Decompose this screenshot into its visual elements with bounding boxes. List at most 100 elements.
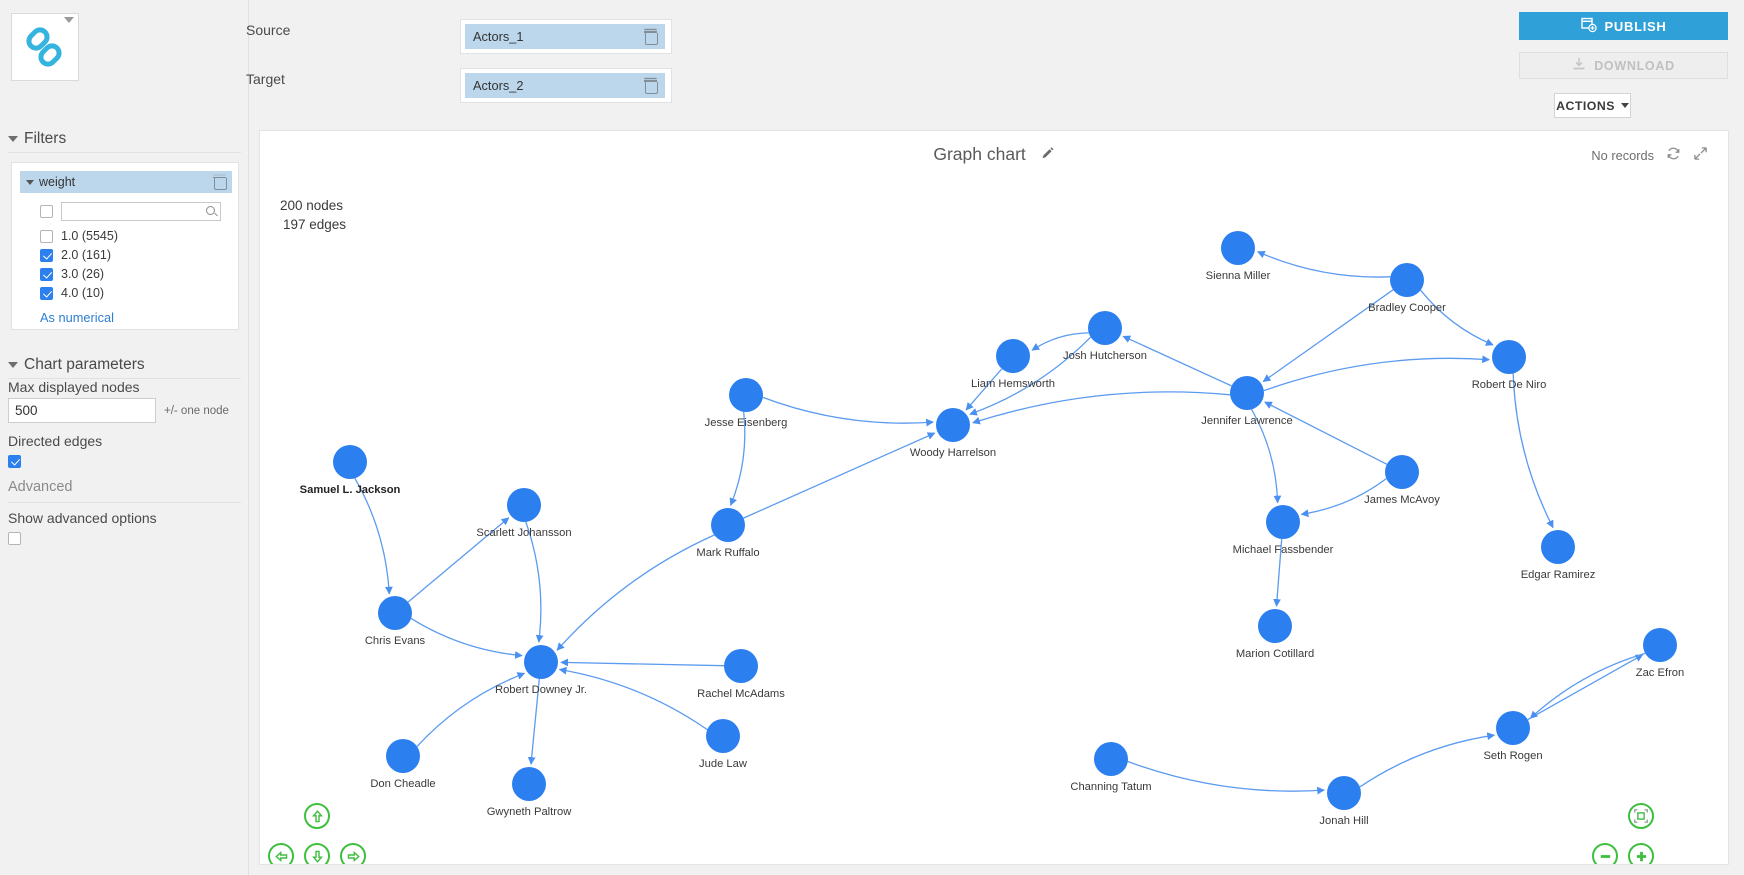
graph-node[interactable] [1221, 231, 1255, 265]
graph-node[interactable] [1094, 742, 1128, 776]
graph-node[interactable] [333, 445, 367, 479]
filter-option-row[interactable]: 1.0 (5545) [40, 229, 118, 243]
graph-edge [1273, 538, 1283, 607]
graph-node[interactable] [1266, 505, 1300, 539]
as-numerical-link[interactable]: As numerical [40, 310, 114, 325]
graph-node[interactable] [1258, 609, 1292, 643]
pan-right-button[interactable] [340, 843, 366, 864]
graph-edge [1262, 289, 1394, 383]
graph-node-label: Jennifer Lawrence [1201, 415, 1293, 427]
graph-node[interactable] [729, 378, 763, 412]
fit-to-screen-icon [1634, 809, 1648, 823]
filter-option-checkbox[interactable] [40, 248, 53, 262]
graph-node[interactable] [507, 488, 541, 522]
expand-icon[interactable] [1693, 146, 1708, 164]
search-input[interactable] [62, 203, 202, 221]
chart-parameters-section-header[interactable]: Chart parameters [8, 356, 241, 374]
pan-left-button[interactable] [268, 843, 294, 864]
graph-edge [1420, 289, 1494, 346]
graph-node[interactable] [1643, 628, 1677, 662]
filter-chip-weight[interactable]: weight [20, 171, 232, 193]
zoom-in-button[interactable] [1628, 843, 1654, 864]
trash-icon[interactable] [644, 30, 658, 45]
filter-option-row[interactable]: 4.0 (10) [40, 286, 104, 300]
graph-node[interactable] [1541, 530, 1575, 564]
pan-up-button[interactable] [304, 803, 330, 829]
graph-edge [410, 617, 523, 659]
select-all-checkbox[interactable] [40, 205, 53, 218]
app-logo-box[interactable] [11, 13, 79, 81]
graph-edge [1256, 250, 1391, 278]
filters-section-label: Filters [24, 130, 67, 147]
publish-button[interactable]: PUBLISH [1519, 12, 1728, 40]
source-chip[interactable]: Actors_1 [465, 24, 665, 49]
graph-edge [525, 521, 544, 643]
filters-section-header[interactable]: Filters [8, 130, 241, 148]
download-button[interactable]: DOWNLOAD [1519, 52, 1728, 79]
caret-down-icon[interactable] [64, 17, 74, 23]
filter-option-label: 3.0 (26) [61, 267, 105, 281]
filter-search-box[interactable] [61, 202, 221, 221]
caret-down-icon [1620, 103, 1629, 108]
filter-option-label: 1.0 (5545) [61, 229, 118, 243]
one-node-hint: +/- one node [164, 405, 229, 417]
graph-node[interactable] [996, 339, 1030, 373]
actions-button[interactable]: ACTIONS [1554, 93, 1631, 118]
graph-node[interactable] [706, 719, 740, 753]
graph-edge [1359, 732, 1496, 788]
graph-node-label: Samuel L. Jackson [299, 484, 401, 496]
graph-node[interactable] [936, 408, 970, 442]
directed-edges-label: Directed edges [8, 433, 103, 449]
trash-icon[interactable] [644, 79, 658, 94]
graph-node-label: Don Cheadle [370, 778, 436, 790]
graph-node-label: Scarlett Johansson [476, 527, 572, 539]
filter-option-checkbox[interactable] [40, 286, 53, 300]
show-advanced-options-checkbox[interactable] [8, 532, 21, 545]
max-displayed-nodes-input[interactable] [8, 398, 156, 423]
pencil-icon[interactable] [1040, 145, 1055, 166]
graph-edge [1127, 760, 1325, 795]
graph-node-label: Robert Downey Jr. [494, 684, 588, 696]
fit-to-screen-button[interactable] [1628, 803, 1654, 829]
records-status-area: No records [1591, 146, 1708, 164]
target-field[interactable]: Actors_2 [460, 68, 672, 103]
graph-node-label: Zac Efron [1635, 667, 1685, 679]
target-chip[interactable]: Actors_2 [465, 73, 665, 98]
graph-node-label: Jonah Hill [1319, 815, 1369, 827]
refresh-icon[interactable] [1666, 146, 1681, 164]
source-field[interactable]: Actors_1 [460, 19, 672, 54]
trash-icon[interactable] [213, 175, 227, 190]
graph-node-label: James McAvoy [1364, 494, 1440, 506]
graph-node[interactable] [1492, 340, 1526, 374]
target-label: Target [246, 71, 285, 87]
caret-down-icon [8, 136, 18, 142]
divider [8, 502, 241, 503]
filter-option-checkbox[interactable] [40, 229, 53, 243]
graph-node[interactable] [1088, 311, 1122, 345]
graph-edge [1031, 332, 1089, 351]
graph-node[interactable] [1385, 455, 1419, 489]
directed-edges-checkbox[interactable] [8, 455, 21, 468]
graph-edges [354, 250, 1646, 795]
filter-option-row[interactable]: 2.0 (161) [40, 248, 111, 262]
graph-svg [333, 231, 1677, 810]
graph-node[interactable] [1390, 263, 1424, 297]
zoom-out-button[interactable] [1592, 843, 1618, 864]
graph-node[interactable] [1230, 376, 1264, 410]
graph-edge [560, 658, 725, 667]
graph-node[interactable] [378, 596, 412, 630]
graph-node[interactable] [386, 739, 420, 773]
graph-edge [969, 336, 1092, 416]
graph-node[interactable] [1496, 711, 1530, 745]
graph-node[interactable] [1327, 776, 1361, 810]
graph-node-label: Bradley Cooper [1368, 302, 1446, 314]
node-count-text: 200 nodes [280, 198, 344, 213]
graph-node[interactable] [711, 508, 745, 542]
pan-down-button[interactable] [304, 843, 330, 864]
graph-node[interactable] [724, 649, 758, 683]
graph-node[interactable] [524, 645, 558, 679]
graph-node[interactable] [512, 767, 546, 801]
filter-option-checkbox[interactable] [40, 267, 53, 281]
filter-option-row[interactable]: 3.0 (26) [40, 267, 104, 281]
